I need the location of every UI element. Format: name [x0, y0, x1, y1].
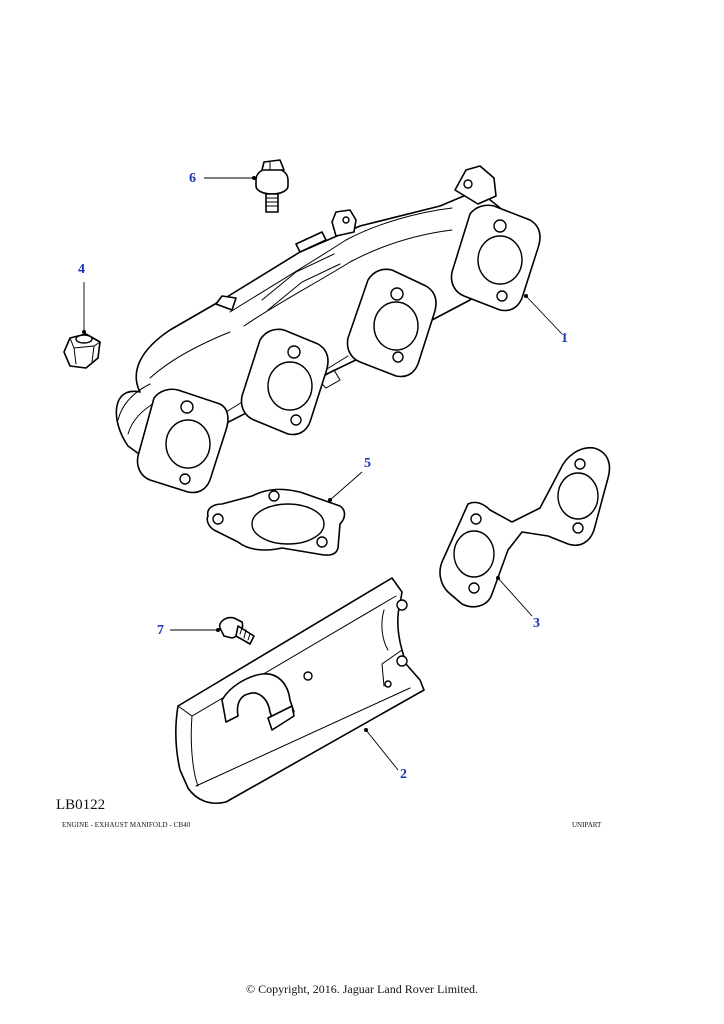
- callout-6-flange-bolt[interactable]: 6: [189, 171, 196, 186]
- supplier-label: UNIPART: [572, 821, 602, 829]
- callout-7-shield-bolt[interactable]: 7: [157, 623, 164, 638]
- copyright-notice: © Copyright, 2016. Jaguar Land Rover Lim…: [245, 982, 479, 996]
- heat-shield[interactable]: [175, 577, 425, 804]
- callout-2-heat-shield[interactable]: 2: [400, 767, 407, 782]
- callout-1-exhaust-manifold[interactable]: 1: [561, 331, 568, 346]
- diagram-reference-code: LB0122: [56, 797, 106, 813]
- leader-lines: [82, 176, 563, 771]
- flange-bolt[interactable]: [255, 159, 289, 213]
- twin-port-gasket[interactable]: [439, 446, 611, 608]
- shield-bolt[interactable]: [218, 616, 255, 645]
- flange-nut[interactable]: [63, 333, 101, 369]
- callout-3-twin-port-gasket[interactable]: 3: [533, 616, 540, 631]
- callout-4-flange-nut[interactable]: 4: [78, 262, 85, 277]
- diagram-caption: ENGINE - EXHAUST MANIFOLD - CB40: [62, 821, 191, 829]
- single-port-gasket[interactable]: [206, 488, 346, 556]
- exhaust-manifold[interactable]: [115, 165, 541, 494]
- callout-5-single-port-gasket[interactable]: 5: [364, 456, 371, 471]
